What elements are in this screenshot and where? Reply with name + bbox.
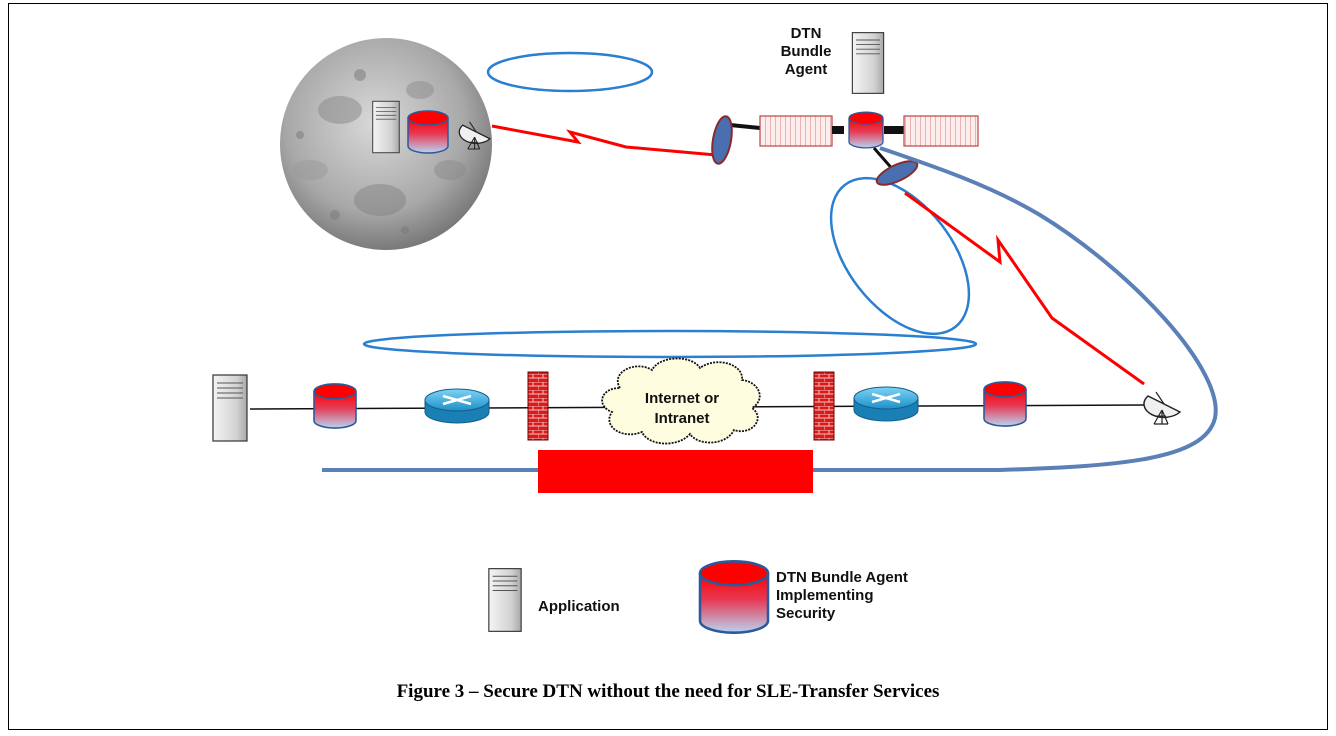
- firewall-right-icon: [813, 371, 835, 441]
- router-right-icon: [852, 385, 920, 423]
- dtn-label-line2: Bundle: [781, 43, 832, 60]
- legend-agent-line1: DTN Bundle Agent: [776, 569, 908, 586]
- cloud-label-line1: Internet or: [645, 390, 719, 407]
- ground-agent-left-icon: [313, 383, 357, 429]
- ground-agent-right-icon: [983, 381, 1027, 427]
- space-link-security-ellipse: [829, 176, 971, 336]
- router-left-icon: [423, 387, 491, 425]
- legend-agent-icon: [698, 560, 770, 634]
- end-to-end-secure-path: [322, 146, 1218, 472]
- space-ground-link: [904, 191, 1145, 386]
- moon-relay-link: [491, 124, 717, 157]
- ground-server-icon: [212, 374, 248, 442]
- moon-agent-icon: [407, 110, 449, 154]
- moon-server-icon: [372, 100, 400, 154]
- legend-agent-line2: Implementing: [776, 587, 874, 604]
- legend-application-label: Application: [538, 598, 620, 615]
- cloud-label-line2: Intranet: [654, 410, 709, 427]
- firewall-left-icon: [527, 371, 549, 441]
- satellite-server-icon: [851, 32, 885, 94]
- ground-dish-icon: [1143, 391, 1181, 425]
- figure-frame: [8, 3, 1328, 730]
- dtn-label-line3: Agent: [785, 61, 828, 78]
- legend-agent-line3: Security: [776, 605, 836, 622]
- moon-link-security-ellipse: [486, 51, 654, 93]
- figure-caption: Figure 3 – Secure DTN without the need f…: [397, 681, 940, 702]
- satellite-icon: [711, 115, 979, 186]
- ground-security-ellipse: [362, 329, 978, 359]
- legend-application-icon: [488, 568, 522, 632]
- dtn-label-line1: DTN: [791, 25, 822, 42]
- cloud-icon: [601, 357, 761, 445]
- satellite-agent-icon: [848, 111, 884, 149]
- secure-segment-bar: [538, 450, 813, 493]
